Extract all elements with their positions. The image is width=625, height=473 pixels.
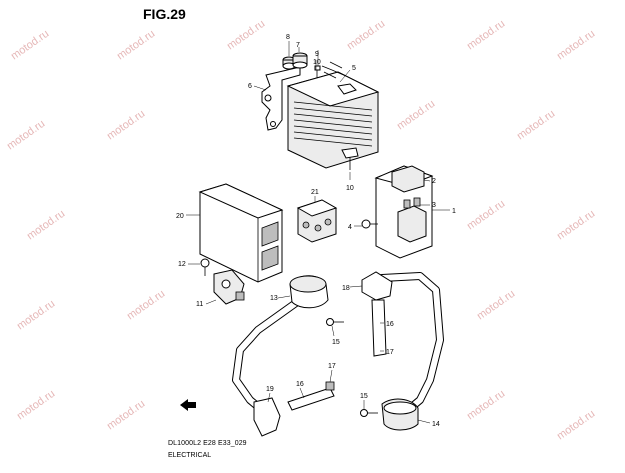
watermark: motod.ru — [555, 208, 597, 243]
leader-lines — [186, 41, 450, 424]
callout-16-right: 16 — [386, 321, 394, 328]
watermark: motod.ru — [475, 288, 517, 323]
watermark: motod.ru — [125, 288, 167, 323]
callout-8: 8 — [286, 34, 290, 41]
regulator-bracket — [261, 66, 301, 131]
watermark: motod.ru — [105, 398, 147, 433]
figure-title: FIG.29 — [143, 6, 186, 22]
callout-9: 9 — [315, 51, 319, 58]
callout-4: 4 — [348, 224, 352, 231]
callout-17-left: 17 — [328, 363, 336, 370]
relay-bolt — [361, 219, 378, 229]
watermark: motod.ru — [465, 388, 507, 423]
watermark: motod.ru — [115, 28, 157, 63]
callout-15-lower: 15 — [360, 393, 368, 400]
watermark: motod.ru — [555, 28, 597, 63]
watermark: motod.ru — [15, 298, 57, 333]
callout-14: 14 — [432, 421, 440, 428]
callout-15-upper: 15 — [332, 339, 340, 346]
watermark: motod.ru — [395, 98, 437, 133]
callout-1: 1 — [452, 208, 456, 215]
callout-16-left: 16 — [296, 381, 304, 388]
callout-20: 20 — [176, 213, 184, 220]
callout-2: 2 — [432, 178, 436, 185]
right-coil-assembly — [361, 271, 444, 431]
callout-18: 18 — [342, 285, 350, 292]
watermark: motod.ru — [345, 18, 387, 53]
spacer-part — [292, 52, 308, 69]
ecm-connector — [296, 199, 338, 243]
left-coil-assembly — [232, 275, 335, 437]
callout-11: 11 — [196, 301, 203, 308]
relay-body — [397, 197, 427, 243]
small-bolt-part — [314, 65, 321, 78]
watermark: motod.ru — [465, 198, 507, 233]
callout-labels: 8 7 9 10 5 6 10 21 20 2 3 1 4 12 11 13 1… — [176, 34, 456, 428]
front-arrow-icon — [180, 399, 196, 411]
watermark: motod.ru — [225, 18, 267, 53]
coil-bolt-lower — [360, 409, 378, 417]
callout-5: 5 — [352, 65, 356, 72]
watermark: motod.ru — [15, 388, 57, 423]
callout-13: 13 — [270, 295, 278, 302]
callout-19: 19 — [266, 386, 274, 393]
watermark: motod.ru — [25, 208, 67, 243]
watermark: motod.ru — [465, 18, 507, 53]
callout-7: 7 — [296, 42, 300, 49]
callout-17-right: 17 — [386, 349, 394, 356]
callout-10: 10 — [346, 185, 354, 192]
watermark: motod.ru — [9, 28, 51, 63]
watermark: motod.ru — [105, 108, 147, 143]
figure-name: ELECTRICAL — [168, 452, 212, 459]
callout-10-top: 10 — [313, 59, 321, 66]
regulator-bolt — [341, 147, 359, 170]
callout-3: 3 — [432, 202, 436, 209]
callout-6: 6 — [248, 83, 252, 90]
sensor-bolt — [200, 258, 210, 276]
sensor-part — [213, 269, 245, 305]
watermark: motod.ru — [5, 118, 47, 153]
figure-code: DL1000L2 E28 E33_029 — [168, 440, 247, 447]
watermark: motod.ru — [515, 108, 557, 143]
regulator-rectifier — [286, 61, 380, 169]
relay-cap — [391, 165, 425, 193]
coil-bolt-upper — [326, 318, 344, 326]
callout-21: 21 — [311, 189, 319, 196]
callout-12: 12 — [178, 261, 186, 268]
ecm-unit — [198, 183, 284, 283]
watermark: motod.ru — [555, 408, 597, 443]
